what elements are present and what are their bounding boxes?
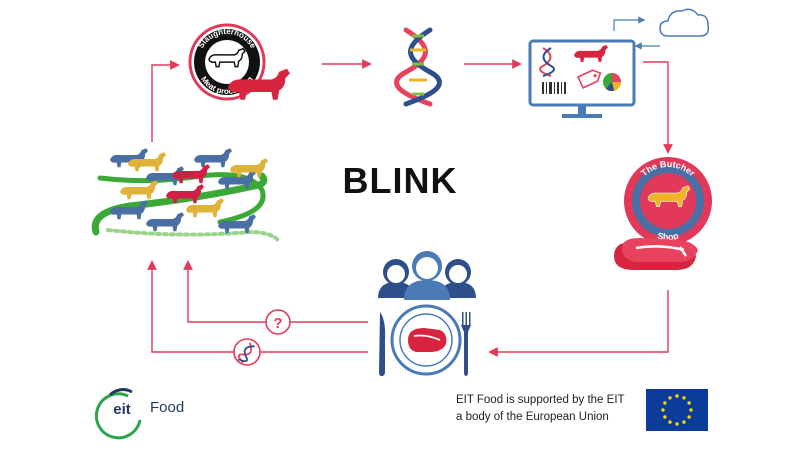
eu-star-icon bbox=[663, 415, 667, 419]
diagram-title: BLINK bbox=[342, 160, 458, 201]
dna-icon bbox=[394, 27, 442, 107]
arrow-herd-to-slaughterhouse bbox=[151, 60, 180, 142]
steaks-icon bbox=[614, 238, 698, 270]
barcode-icon bbox=[542, 82, 566, 94]
fork-icon bbox=[461, 312, 471, 376]
arrow-consumers-dna-to-herd bbox=[147, 260, 368, 353]
dna-badge-icon bbox=[233, 338, 261, 366]
plate-icon bbox=[379, 304, 471, 376]
mini-dna-icon bbox=[539, 47, 555, 77]
svg-text:Shop: Shop bbox=[656, 230, 680, 242]
monitor-icon bbox=[528, 39, 636, 118]
eu-star-icon bbox=[682, 420, 686, 424]
cattle-herd-icon bbox=[91, 148, 280, 242]
eu-star-icon bbox=[675, 422, 679, 426]
price-tag-icon bbox=[576, 69, 602, 89]
arrow-monitor-to-butcher bbox=[643, 61, 673, 154]
eu-star-icon bbox=[689, 408, 693, 412]
person-center-icon bbox=[404, 251, 450, 300]
butcher-shop-badge: The Butcher Shop bbox=[624, 157, 712, 245]
cycle-arrows bbox=[147, 59, 673, 357]
eu-star-icon bbox=[668, 396, 672, 400]
support-line-1: EIT Food is supported by the EIT bbox=[456, 394, 625, 406]
pie-chart-icon bbox=[603, 73, 622, 92]
person-right-icon bbox=[440, 259, 476, 298]
shop-label: Shop bbox=[656, 230, 680, 242]
question-mark-text: ? bbox=[273, 315, 282, 332]
eu-star-icon bbox=[682, 396, 686, 400]
question-icon: ? bbox=[265, 309, 291, 335]
eu-star-icon bbox=[668, 420, 672, 424]
knife-icon bbox=[379, 312, 386, 376]
arrow-consumers-question-to-herd bbox=[183, 260, 368, 323]
eu-support-text: EIT Food is supported by the EIT a body … bbox=[456, 392, 625, 426]
cloud-icon bbox=[659, 8, 710, 37]
eit-logo-mark: eit bbox=[113, 401, 131, 418]
eu-star-icon bbox=[687, 401, 691, 405]
support-line-2: a body of the European Union bbox=[456, 411, 609, 423]
eit-food-wordmark: Food bbox=[150, 399, 185, 416]
eu-star-icon bbox=[675, 394, 679, 398]
steak-on-plate-icon bbox=[408, 328, 447, 352]
eit-food-logo: eit bbox=[94, 388, 142, 440]
eu-star-icon bbox=[661, 408, 665, 412]
eu-star-icon bbox=[687, 415, 691, 419]
family-icon bbox=[378, 251, 476, 300]
arrow-butcher-to-consumers bbox=[488, 290, 669, 357]
sync-arrows bbox=[613, 16, 660, 50]
eu-flag-icon bbox=[646, 389, 708, 431]
eu-star-icon bbox=[663, 401, 667, 405]
